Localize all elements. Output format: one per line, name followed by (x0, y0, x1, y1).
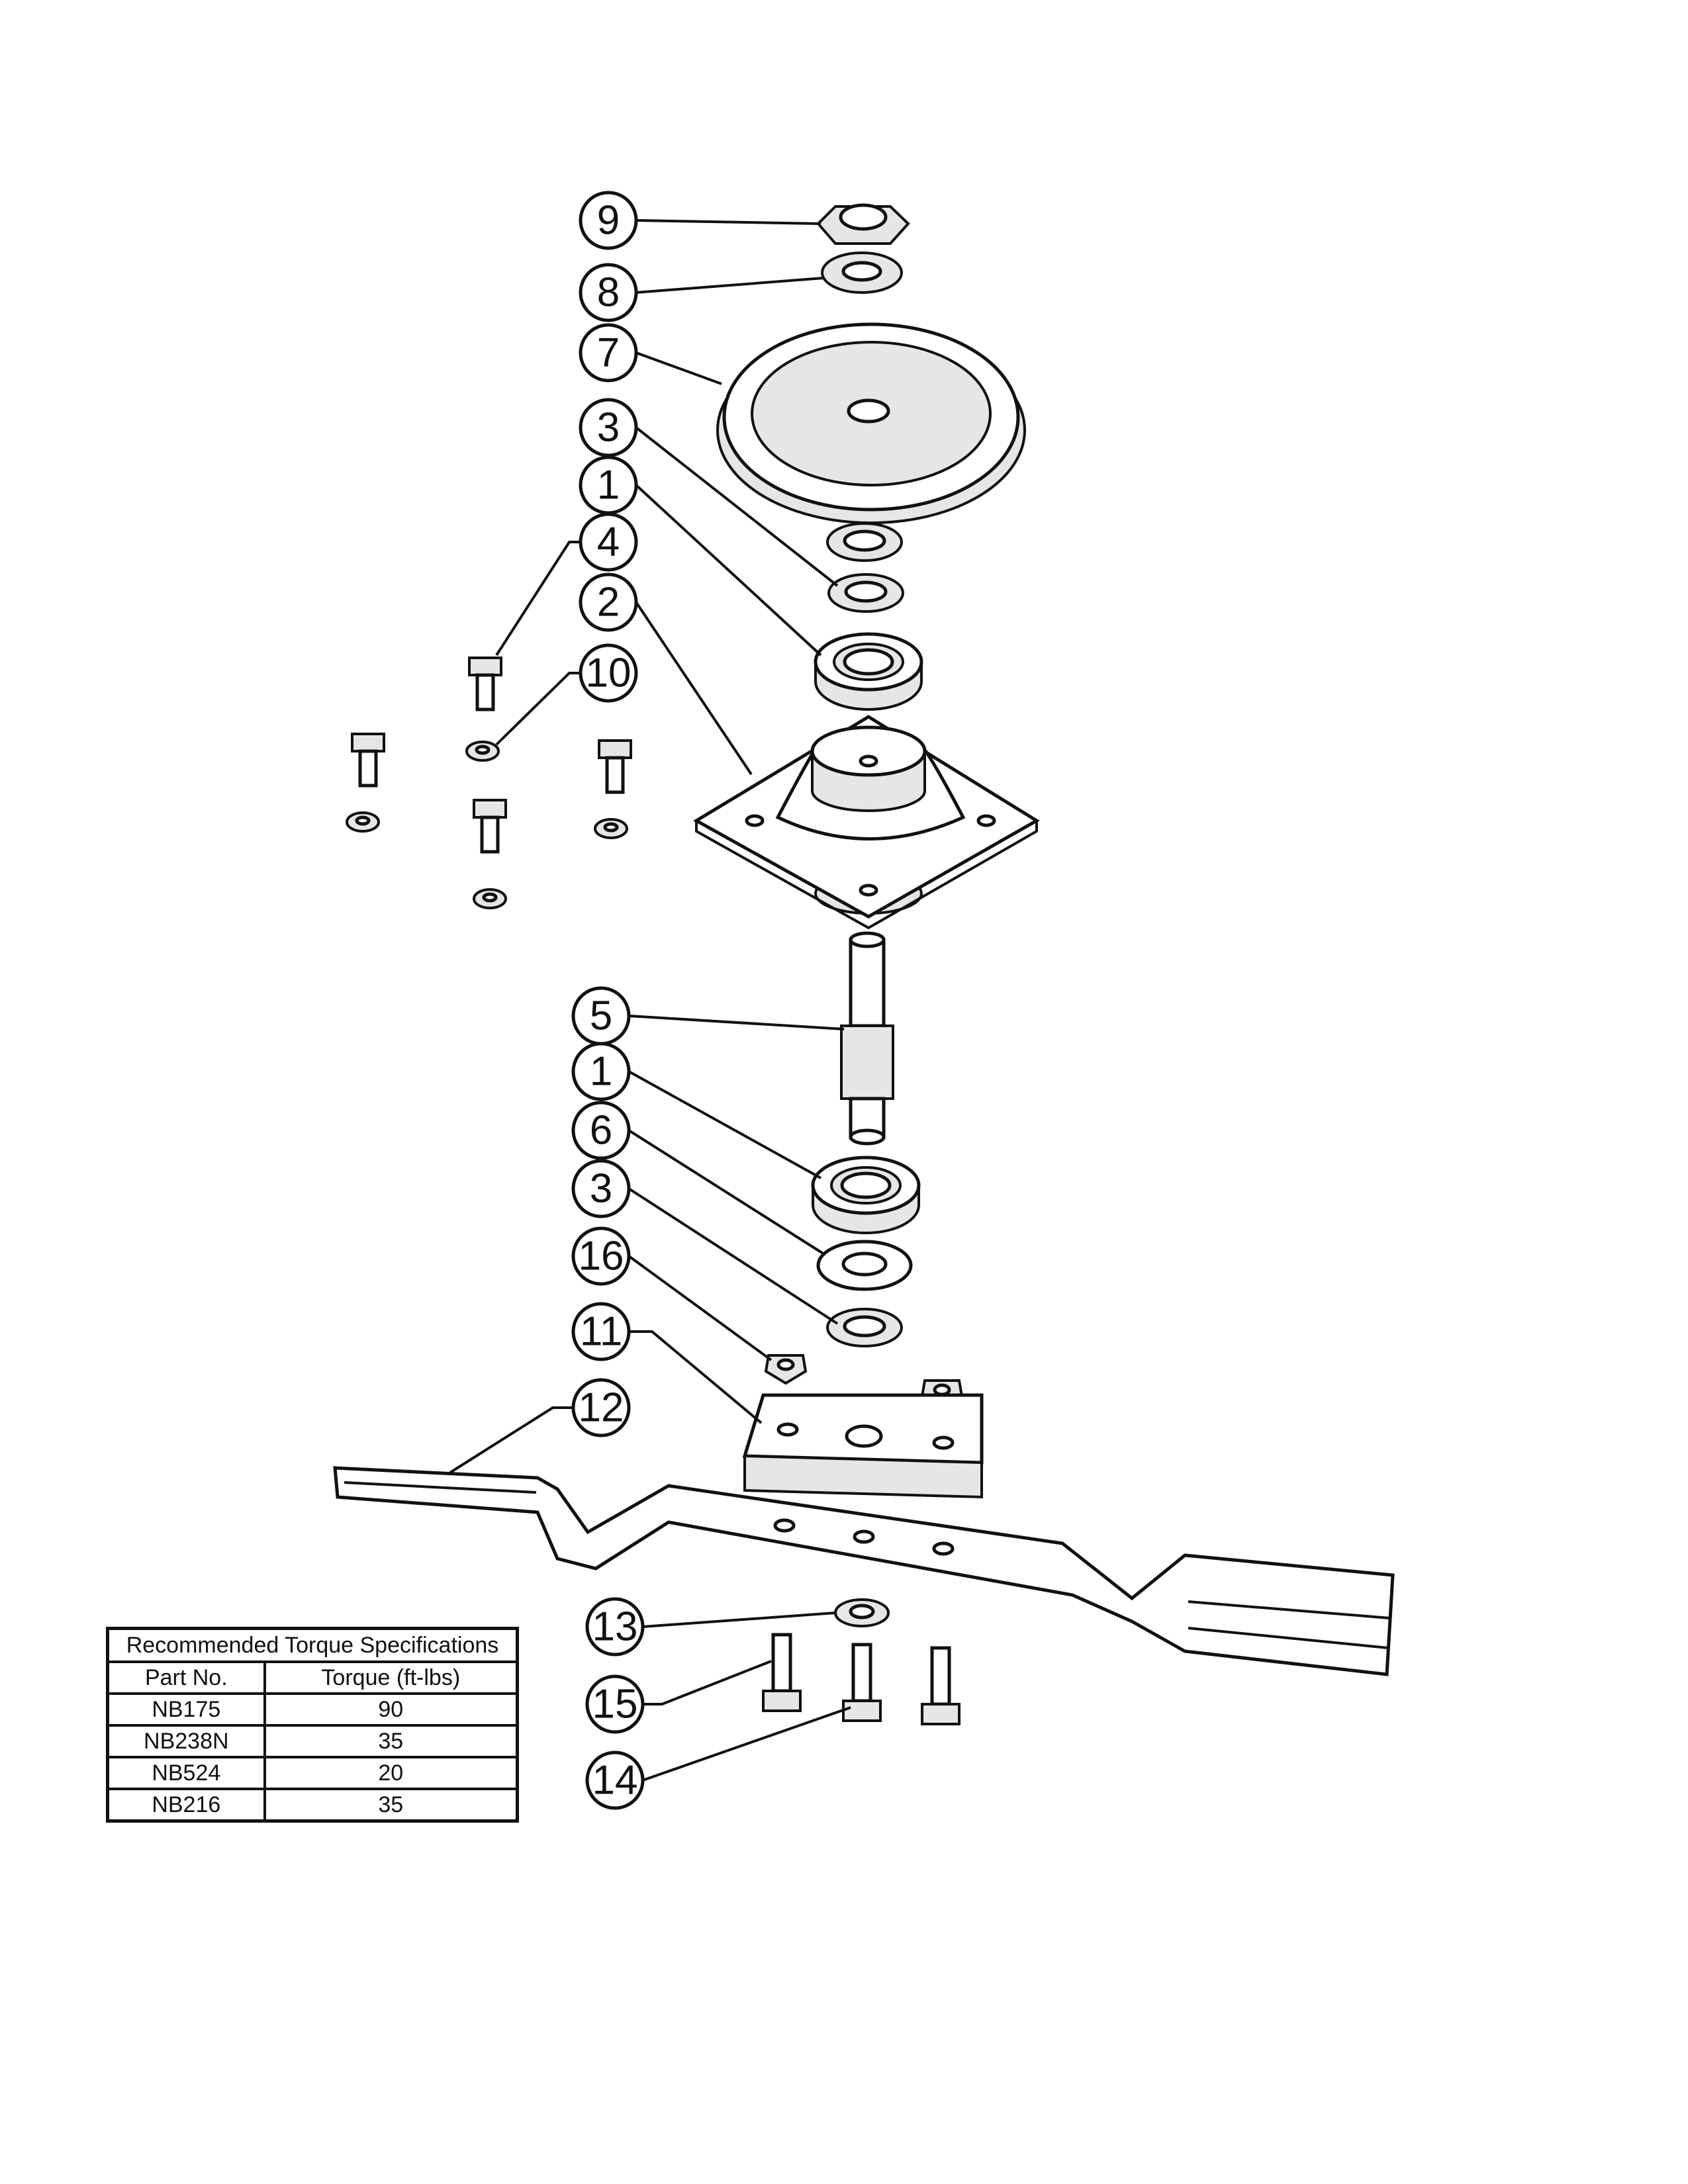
torque-cell: 35 (263, 1724, 519, 1758)
table-row: NB216 35 (106, 1788, 519, 1823)
callout-label: 13 (592, 1604, 638, 1650)
callout-8: 8 (579, 263, 638, 322)
callout-label: 2 (597, 580, 620, 625)
callout-13: 13 (585, 1597, 645, 1657)
callout-11: 11 (571, 1302, 631, 1361)
callout-label: 9 (597, 198, 620, 244)
washer-part-8 (821, 251, 903, 294)
callout-1-lower: 1 (571, 1042, 631, 1101)
bearing-part-1-upper (814, 632, 923, 711)
callout-label: 7 (597, 330, 620, 376)
callout-7: 7 (579, 323, 638, 383)
washer-part-13 (834, 1598, 890, 1627)
callout-label: 3 (590, 1166, 612, 1212)
callout-10: 10 (579, 643, 638, 703)
callout-label: 6 (590, 1108, 612, 1154)
callout-label: 12 (579, 1385, 624, 1431)
callout-label: 5 (590, 993, 612, 1039)
washer-part-6 (816, 1240, 913, 1291)
callout-label: 11 (580, 1309, 622, 1355)
callout-label: 8 (597, 270, 620, 316)
leader-lines (449, 219, 851, 1782)
nuts-part-10 (346, 741, 628, 909)
blade-part-12 (333, 1466, 1395, 1676)
bearing-housing-part-2 (693, 715, 1040, 930)
table-row: NB238N 35 (106, 1724, 519, 1758)
callout-1: 1 (579, 455, 638, 515)
torque-cell: 35 (263, 1788, 519, 1823)
washer-part-3-lower (826, 1308, 903, 1347)
table-row: NB524 20 (106, 1756, 519, 1790)
callout-2: 2 (579, 572, 638, 632)
pulley-part-7 (716, 322, 1026, 524)
callout-label: 1 (590, 1049, 612, 1095)
header-torque: Torque (ft-lbs) (263, 1661, 519, 1695)
spindle-shaft-part-5 (840, 931, 894, 1146)
washer-part-3-upper (826, 522, 904, 613)
callout-label: 1 (597, 463, 620, 508)
torque-cell: 90 (263, 1692, 519, 1727)
callout-15: 15 (585, 1674, 645, 1734)
part-cell: NB175 (106, 1692, 266, 1727)
callout-16: 16 (571, 1226, 631, 1286)
bearing-part-1-lower (811, 1156, 921, 1234)
callout-label: 16 (579, 1234, 624, 1279)
blade-plate-part-11 (742, 1393, 984, 1499)
callout-5: 5 (571, 986, 631, 1046)
blade-bolts-part-15-14 (762, 1633, 961, 1725)
callout-9: 9 (579, 191, 638, 250)
callout-3-lower: 3 (571, 1159, 631, 1218)
part-cell: NB216 (106, 1788, 266, 1823)
callout-4: 4 (579, 512, 638, 572)
table-title: Recommended Torque Specifications (106, 1627, 519, 1663)
header-part-no: Part No. (106, 1661, 266, 1695)
callout-label: 4 (597, 520, 620, 565)
part-cell: NB238N (106, 1724, 266, 1758)
callout-label: 14 (592, 1758, 638, 1803)
callout-label: 3 (597, 405, 620, 451)
callout-12: 12 (571, 1378, 631, 1437)
callout-3: 3 (579, 398, 638, 457)
table-row: NB175 90 (106, 1692, 519, 1727)
callout-6: 6 (571, 1101, 631, 1160)
part-cell: NB524 (106, 1756, 266, 1790)
callout-label: 10 (586, 651, 632, 696)
callout-label: 15 (592, 1682, 638, 1727)
hex-nut-part-9 (816, 203, 910, 245)
torque-spec-table: Recommended Torque Specifications Part N… (106, 1627, 519, 1823)
bolts-part-4 (351, 657, 632, 854)
torque-cell: 20 (263, 1756, 519, 1790)
callout-14: 14 (585, 1751, 645, 1810)
